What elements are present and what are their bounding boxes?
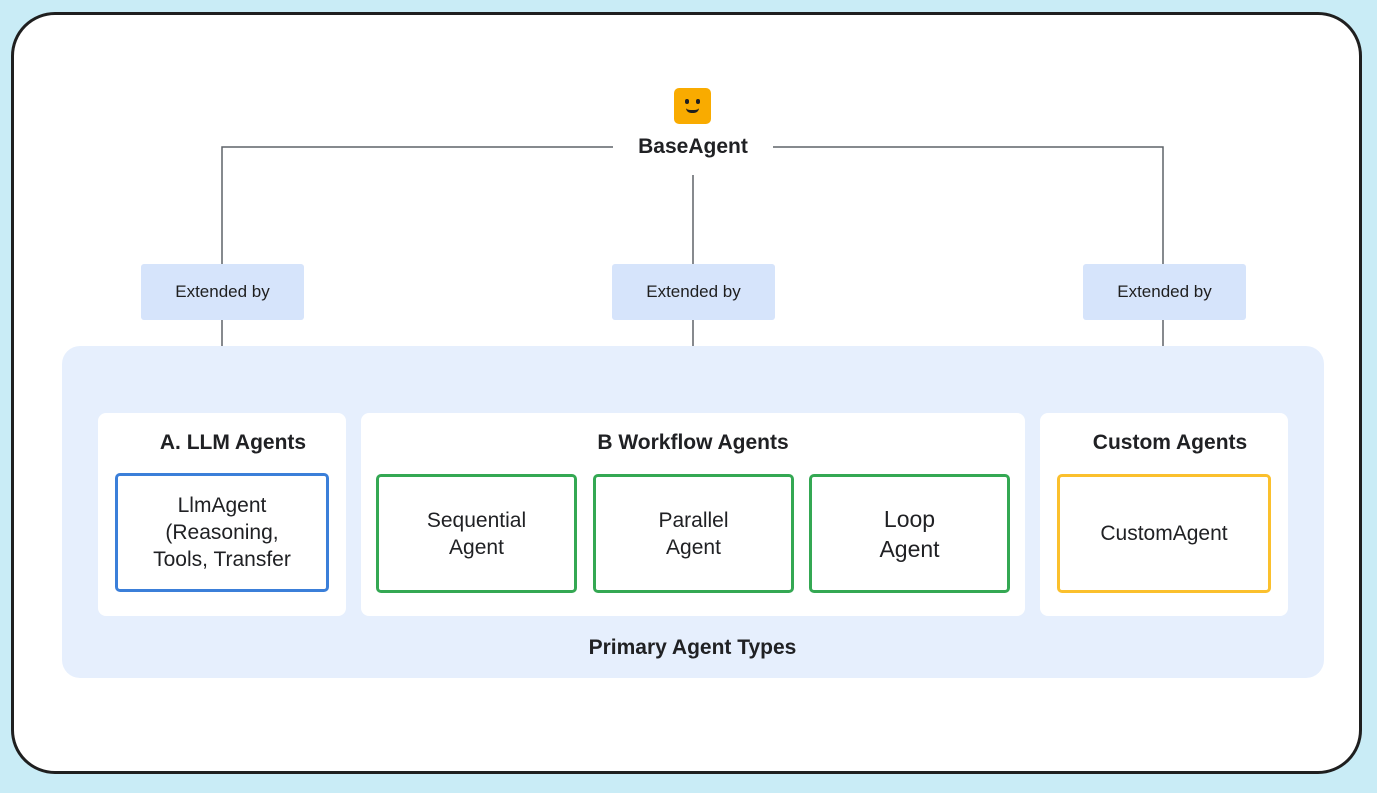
llm-agents-title: A. LLM Agents [159, 431, 307, 454]
connector-right [773, 146, 1164, 264]
primary-agent-types-label: Primary Agent Types [588, 636, 797, 659]
loop-agent-box: Loop Agent [809, 474, 1010, 593]
workflow-agents-title: B Workflow Agents [597, 431, 789, 454]
custom-agent-box: CustomAgent [1057, 474, 1271, 593]
robot-face-icon [674, 88, 711, 124]
custom-agents-title: Custom Agents [1092, 431, 1248, 454]
connector-left [221, 146, 613, 264]
extended-by-right: Extended by [1083, 264, 1246, 320]
llm-agent-box: LlmAgent (Reasoning, Tools, Transfer [115, 473, 329, 592]
parallel-agent-box: Parallel Agent [593, 474, 794, 593]
extended-by-center: Extended by [612, 264, 775, 320]
robot-eye-left [685, 99, 689, 104]
base-agent-label: BaseAgent [613, 131, 773, 163]
robot-mouth [686, 108, 699, 113]
robot-eye-right [696, 99, 700, 104]
sequential-agent-box: Sequential Agent [376, 474, 577, 593]
extended-by-left: Extended by [141, 264, 304, 320]
